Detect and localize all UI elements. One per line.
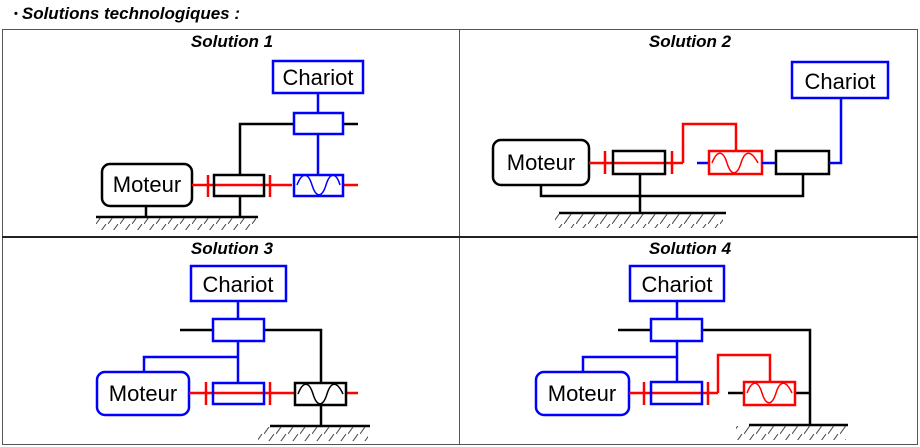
- solution-1-title: Solution 1: [190, 32, 274, 51]
- slide-joint: [292, 111, 345, 136]
- pivot-joint: [611, 149, 667, 176]
- ground-symbol: [96, 215, 258, 230]
- ground-symbol: [736, 423, 848, 440]
- slide-joint: [774, 149, 831, 176]
- solution-2-title: Solution 2: [648, 32, 732, 51]
- motor-block: Moteur: [534, 370, 631, 417]
- helical-joint: [292, 173, 345, 198]
- pivot-joint: [649, 380, 704, 406]
- solution-3-title: Solution 3: [190, 239, 274, 258]
- helical-joint: [293, 381, 348, 407]
- screw-shaft: [192, 175, 358, 197]
- section-heading: •Solutions technologiques :: [14, 4, 240, 24]
- bullet-icon: •: [14, 8, 18, 20]
- helix-wave: [296, 174, 341, 196]
- chariot-label: Chariot: [283, 65, 354, 90]
- frame-links: [180, 328, 323, 426]
- slide-joint: [649, 317, 704, 343]
- pivot-joint: [211, 381, 266, 406]
- frame-links: [618, 328, 812, 425]
- table-horizontal-divider: [2, 236, 918, 238]
- screw-shaft: [589, 122, 738, 174]
- chariot-label: Chariot: [203, 272, 274, 297]
- chariot-block: Chariot: [790, 60, 890, 165]
- section-heading-text: Solutions technologiques :: [21, 4, 241, 23]
- motor-label: Moteur: [548, 381, 616, 406]
- helix-wave: [297, 383, 344, 405]
- motor-label: Moteur: [507, 150, 575, 175]
- frame-links: [539, 174, 805, 213]
- pivot-joint: [212, 173, 266, 198]
- motor-label: Moteur: [109, 381, 177, 406]
- ground-symbol: [258, 424, 370, 441]
- solution-1-diagram: Moteur Chariot: [96, 59, 365, 230]
- slide-joint: [211, 317, 266, 343]
- motor-block: Moteur: [95, 370, 191, 417]
- solution-4-diagram: Chariot Moteur: [534, 264, 848, 440]
- helical-joint: [742, 380, 797, 407]
- chariot-label: Chariot: [642, 272, 713, 297]
- helical-joint: [697, 149, 776, 176]
- motor-block: Moteur: [100, 162, 194, 217]
- chariot-block: Chariot: [271, 59, 365, 198]
- helix-wave: [711, 152, 759, 174]
- frame-links: [238, 122, 358, 217]
- solution-4-title: Solution 4: [648, 239, 732, 258]
- solution-3-diagram: Chariot Moteur: [95, 264, 370, 441]
- motor-label: Moteur: [113, 172, 181, 197]
- chariot-label: Chariot: [805, 69, 876, 94]
- helix-wave: [746, 382, 793, 404]
- motor-block: Moteur: [491, 138, 591, 187]
- solution-2-diagram: Moteur Chariot: [491, 60, 890, 228]
- chariot-block: Chariot: [581, 264, 726, 382]
- chariot-block: Chariot: [142, 264, 288, 383]
- ground-symbol: [555, 211, 726, 228]
